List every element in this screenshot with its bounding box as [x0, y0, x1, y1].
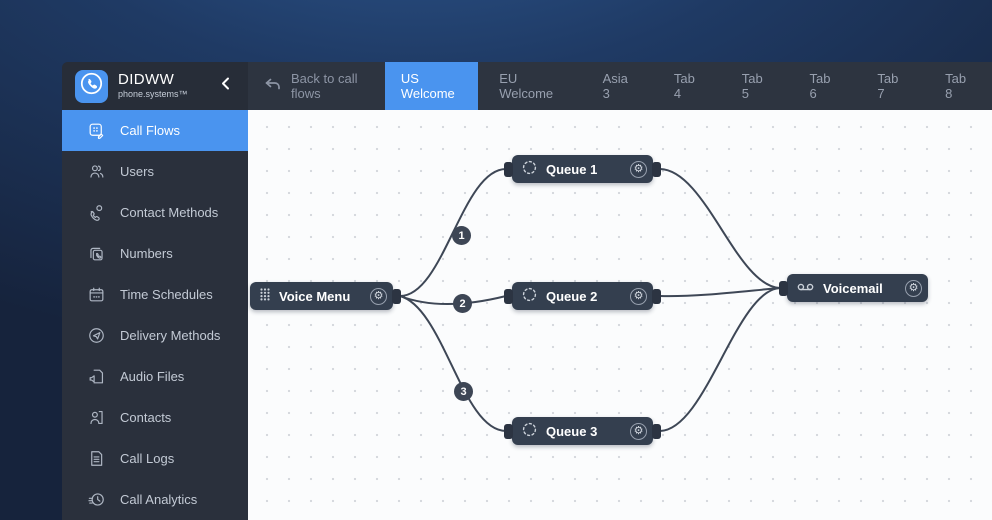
- tab-4[interactable]: Tab 4: [673, 71, 695, 101]
- node-queue-2[interactable]: Queue 2 ⚙: [504, 282, 661, 310]
- node-settings-button[interactable]: ⚙: [630, 287, 647, 305]
- chevron-left-icon: [221, 77, 230, 95]
- gear-icon: ⚙: [633, 424, 644, 437]
- node-label: Voice Menu: [279, 288, 351, 304]
- sidebar-item-users[interactable]: Users: [62, 151, 248, 192]
- app-window: DIDWW phone.systems™ Call Flows: [62, 62, 992, 520]
- brand-product: phone.systems™: [118, 89, 188, 100]
- sidebar-item-contact-methods[interactable]: Contact Methods: [62, 192, 248, 233]
- sidebar-item-time-schedules[interactable]: Time Schedules: [62, 274, 248, 315]
- sidebar-nav: Call Flows Users Contact: [62, 110, 248, 520]
- edge-badge-2: 2: [453, 294, 472, 313]
- queue-icon: [522, 422, 537, 440]
- sidebar-item-delivery-methods[interactable]: Delivery Methods: [62, 315, 248, 356]
- call-logs-icon: [86, 449, 106, 469]
- sidebar-item-label: Contacts: [120, 410, 172, 425]
- back-to-call-flows-button[interactable]: Back to call flows: [248, 62, 385, 110]
- tab-asia-3[interactable]: Asia 3: [602, 71, 628, 101]
- connector-stub-in[interactable]: [504, 288, 513, 304]
- sidebar-item-label: Users: [120, 164, 154, 179]
- brand-text: DIDWW phone.systems™: [118, 70, 216, 100]
- numbers-icon: [86, 244, 106, 264]
- sidebar-item-label: Time Schedules: [120, 287, 213, 302]
- sidebar-item-audio-files[interactable]: Audio Files: [62, 356, 248, 397]
- tab-7[interactable]: Tab 7: [877, 71, 899, 101]
- back-label: Back to call flows: [291, 71, 358, 101]
- call-analytics-icon: [86, 490, 106, 510]
- gear-icon: ⚙: [373, 289, 384, 302]
- sidebar-header: DIDWW phone.systems™: [62, 62, 248, 110]
- sidebar-item-call-analytics[interactable]: Call Analytics: [62, 479, 248, 520]
- tab-6[interactable]: Tab 6: [809, 71, 831, 101]
- node-label: Queue 1: [546, 161, 598, 177]
- contact-methods-icon: [86, 203, 106, 223]
- node-label: Voicemail: [823, 280, 883, 296]
- sidebar-collapse-button[interactable]: [216, 77, 234, 95]
- delivery-methods-icon: [86, 326, 106, 346]
- gear-icon: ⚙: [633, 162, 644, 175]
- tab-bar: Back to call flows US Welcome EU Welcome…: [248, 62, 992, 110]
- dialpad-icon: [260, 288, 270, 304]
- sidebar-item-numbers[interactable]: Numbers: [62, 233, 248, 274]
- sidebar-item-call-flows[interactable]: Call Flows: [62, 110, 248, 151]
- node-voice-menu[interactable]: Voice Menu ⚙: [250, 282, 401, 310]
- sidebar-item-label: Call Analytics: [120, 492, 198, 507]
- node-queue-1[interactable]: Queue 1 ⚙: [504, 155, 661, 183]
- sidebar-item-label: Delivery Methods: [120, 328, 221, 343]
- time-schedules-icon: [86, 285, 106, 305]
- sidebar-item-label: Numbers: [120, 246, 173, 261]
- connector-stub-out[interactable]: [392, 288, 401, 304]
- tab-us-welcome[interactable]: US Welcome: [384, 62, 479, 110]
- tab-5[interactable]: Tab 5: [741, 71, 763, 101]
- connector-stub-in[interactable]: [504, 423, 513, 439]
- flow-canvas[interactable]: 1 2 3 Voice Menu ⚙: [248, 110, 992, 520]
- tab-eu-welcome[interactable]: EU Welcome: [499, 71, 554, 101]
- users-icon: [86, 162, 106, 182]
- queue-icon: [522, 287, 537, 305]
- connector-stub-in[interactable]: [504, 161, 513, 177]
- call-flows-icon: [86, 121, 106, 141]
- sidebar-item-label: Call Logs: [120, 451, 175, 466]
- sidebar-item-contacts[interactable]: Contacts: [62, 397, 248, 438]
- sidebar: DIDWW phone.systems™ Call Flows: [62, 62, 248, 520]
- phone-icon: [75, 67, 108, 105]
- edge-badge-3: 3: [454, 382, 473, 401]
- main-area: Back to call flows US Welcome EU Welcome…: [248, 62, 992, 520]
- tab-8[interactable]: Tab 8: [945, 71, 967, 101]
- node-settings-button[interactable]: ⚙: [905, 279, 922, 297]
- sidebar-item-label: Audio Files: [120, 369, 185, 384]
- node-settings-button[interactable]: ⚙: [630, 422, 647, 440]
- connector-stub-out[interactable]: [652, 288, 661, 304]
- brand-name: DIDWW: [118, 70, 175, 88]
- node-settings-button[interactable]: ⚙: [370, 287, 387, 305]
- node-label: Queue 2: [546, 288, 598, 304]
- audio-files-icon: [86, 367, 106, 387]
- brand-logo: [75, 67, 108, 105]
- edge-badge-1: 1: [452, 226, 471, 245]
- node-voicemail[interactable]: Voicemail ⚙: [779, 274, 928, 302]
- sidebar-item-label: Call Flows: [120, 123, 180, 138]
- queue-icon: [522, 160, 537, 178]
- node-label: Queue 3: [546, 423, 598, 439]
- connector-stub-out[interactable]: [652, 423, 661, 439]
- back-arrow-icon: [264, 77, 281, 95]
- node-settings-button[interactable]: ⚙: [630, 160, 647, 178]
- gear-icon: ⚙: [633, 289, 644, 302]
- gear-icon: ⚙: [908, 281, 919, 294]
- voicemail-icon: [797, 281, 814, 296]
- connector-stub-in[interactable]: [779, 280, 788, 296]
- sidebar-item-call-logs[interactable]: Call Logs: [62, 438, 248, 479]
- connector-stub-out[interactable]: [652, 161, 661, 177]
- sidebar-item-label: Contact Methods: [120, 205, 219, 220]
- node-queue-3[interactable]: Queue 3 ⚙: [504, 417, 661, 445]
- contacts-icon: [86, 408, 106, 428]
